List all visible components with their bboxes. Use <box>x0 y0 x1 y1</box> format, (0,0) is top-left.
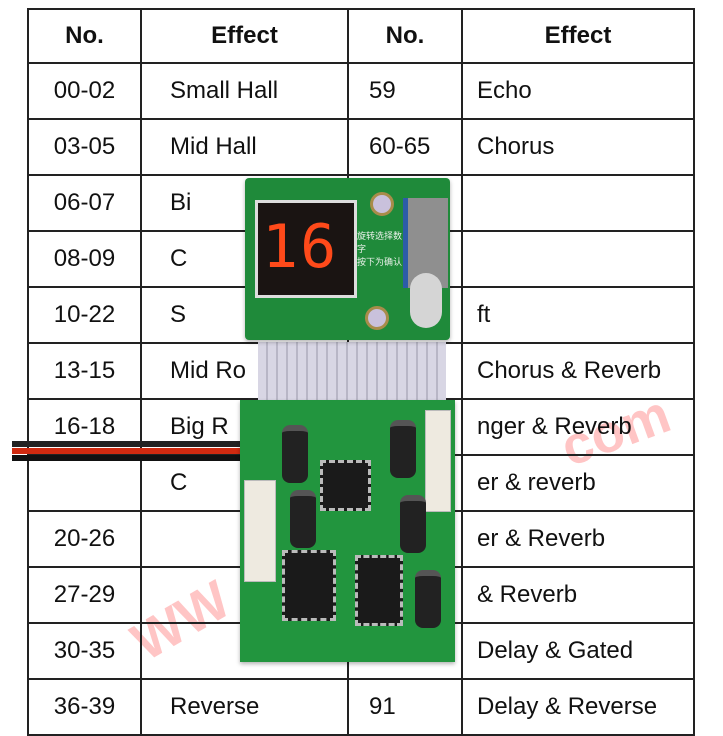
effect-cell: Chorus <box>461 118 695 176</box>
power-wire <box>12 448 240 454</box>
capacitor <box>415 570 441 628</box>
effect-cell: er & Reverb <box>461 510 695 568</box>
dsp-chip <box>320 460 371 511</box>
effect-cell: Chorus & Reverb <box>461 342 695 400</box>
column-header: No. <box>347 8 463 64</box>
mount-hole <box>370 192 394 216</box>
number-cell: 36-39 <box>27 678 142 736</box>
effect-cell: Echo <box>461 62 695 120</box>
ic-chip <box>282 550 336 621</box>
effect-cell: Reverse <box>140 678 349 736</box>
effect-cell: ft <box>461 286 695 344</box>
board-label: 旋转选择数字按下为确认 <box>357 230 407 269</box>
effect-cell: & Reverb <box>461 566 695 624</box>
mount-hole <box>365 306 389 330</box>
main-board <box>240 400 455 662</box>
column-header: Effect <box>461 8 695 64</box>
power-connector <box>244 480 276 582</box>
number-cell: 27-29 <box>27 566 142 624</box>
encoder-knob <box>410 273 442 328</box>
effect-cell: Small Hall <box>140 62 349 120</box>
number-cell: 00-02 <box>27 62 142 120</box>
label-line: 旋转选择数字 <box>357 231 403 254</box>
number-cell: 10-22 <box>27 286 142 344</box>
effect-cell: Mid Hall <box>140 118 349 176</box>
number-cell: 13-15 <box>27 342 142 400</box>
capacitor <box>282 425 308 483</box>
number-cell: 30-35 <box>27 622 142 680</box>
display-digits: 16 <box>262 212 339 282</box>
number-cell: 60-65 <box>347 118 463 176</box>
number-cell: 20-26 <box>27 510 142 568</box>
number-cell: 06-07 <box>27 174 142 232</box>
capacitor <box>390 420 416 478</box>
effect-cell <box>461 174 695 232</box>
column-header: No. <box>27 8 142 64</box>
label-line: 按下为确认 <box>357 257 403 267</box>
number-cell: 59 <box>347 62 463 120</box>
effect-cell <box>461 230 695 288</box>
number-cell: 16-18 <box>27 398 142 456</box>
capacitor <box>290 490 316 548</box>
capacitor <box>400 495 426 553</box>
side-connector <box>425 410 451 512</box>
display-board: 16 旋转选择数字按下为确认 <box>245 178 450 340</box>
number-cell: 03-05 <box>27 118 142 176</box>
number-cell: 91 <box>347 678 463 736</box>
number-cell: 08-09 <box>27 230 142 288</box>
effect-cell: Delay & Gated <box>461 622 695 680</box>
effect-cell: nger & Reverb <box>461 398 695 456</box>
seven-segment-display: 16 <box>255 200 357 298</box>
effect-cell: Delay & Reverse <box>461 678 695 736</box>
column-header: Effect <box>140 8 349 64</box>
ic-chip <box>355 555 403 626</box>
ribbon-cable <box>258 342 446 400</box>
number-cell <box>27 454 142 512</box>
effect-cell: er & reverb <box>461 454 695 512</box>
